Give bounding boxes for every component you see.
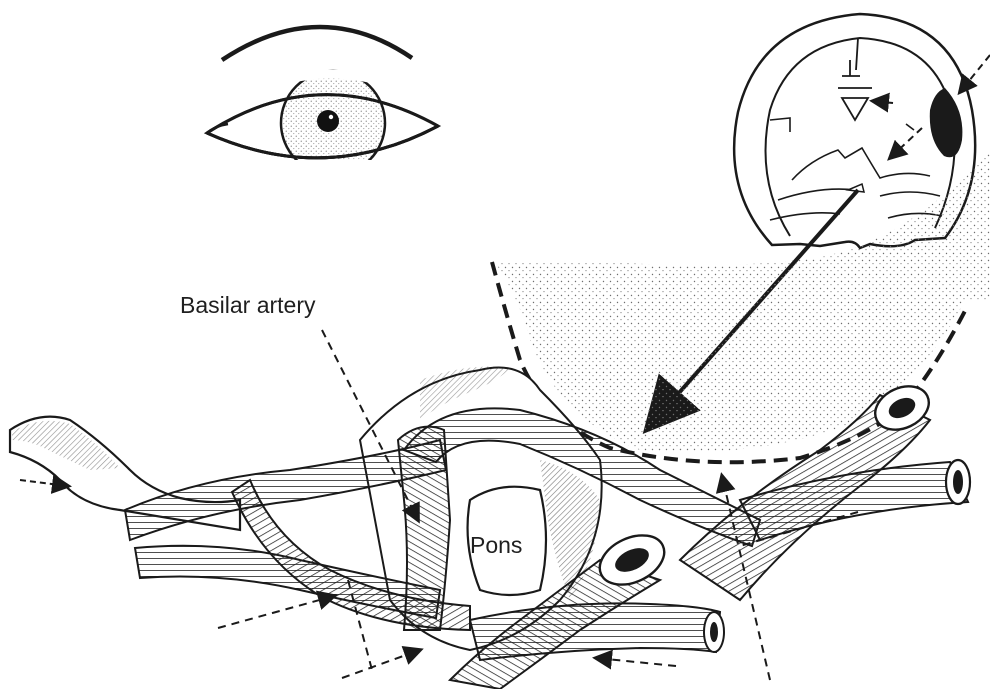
basilar-artery-label: Basilar artery <box>180 292 316 318</box>
vessel-right-horizontal <box>740 462 968 540</box>
vessel-lower-horizontal <box>470 603 720 660</box>
eyebrow <box>222 27 412 60</box>
pons-label: Pons <box>470 532 522 558</box>
eye-icon <box>207 27 438 190</box>
pupil <box>317 110 339 132</box>
hematoma-arrow-shaft <box>960 55 990 92</box>
